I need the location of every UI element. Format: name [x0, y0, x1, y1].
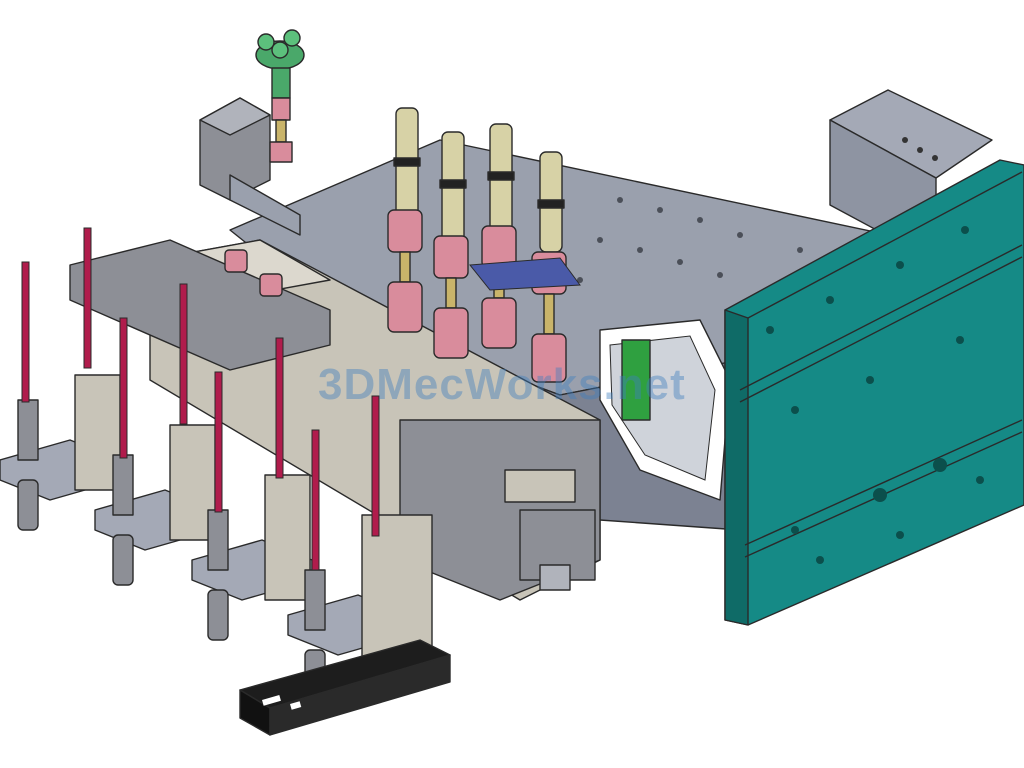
teal-mounting-plate [724, 159, 1024, 626]
guide-rods [21, 227, 380, 571]
blue-cross-plate [469, 257, 581, 291]
phone-workpiece [239, 639, 451, 736]
green-manifold-fitting [255, 29, 305, 163]
suction-station [0, 374, 121, 531]
upper-slide-rail [69, 239, 331, 371]
vertical-cylinders [387, 107, 581, 383]
suction-station [191, 474, 313, 641]
valve-box [199, 97, 301, 236]
guide-rod [179, 283, 188, 425]
watermark: 3DMecWorks.net [318, 360, 686, 409]
vertical-cylinder [433, 131, 469, 359]
guide-rod [21, 261, 30, 403]
guide-rod [275, 337, 284, 479]
guide-rod [371, 395, 380, 537]
green-guide-block [621, 339, 651, 421]
vertical-cylinder [387, 107, 423, 333]
slide-block [504, 469, 576, 503]
guide-rod [311, 429, 320, 571]
guide-rod [214, 371, 223, 513]
guide-rod [83, 227, 92, 369]
guide-rod [119, 317, 128, 459]
suction-station [287, 514, 433, 701]
